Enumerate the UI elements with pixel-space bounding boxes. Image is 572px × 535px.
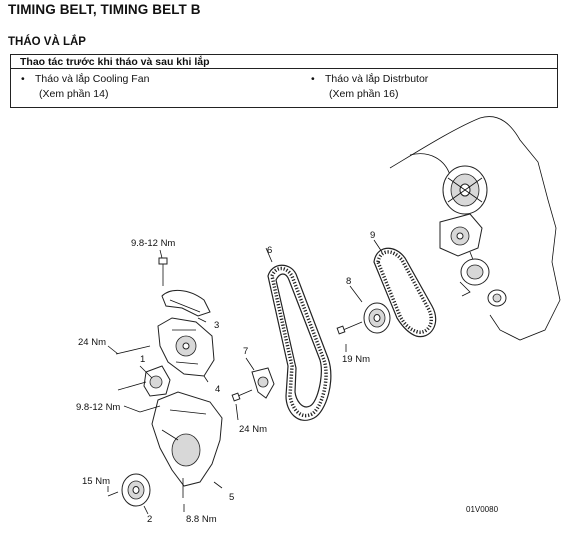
tensioner-pulley — [363, 302, 391, 334]
tensioner — [143, 365, 171, 397]
prerequisite-box: Thao tác trước khi tháo và sau khi lắp •… — [10, 54, 558, 108]
part-number-1: 1 — [140, 354, 145, 365]
prerequisite-heading: Thao tác trước khi tháo và sau khi lắp — [11, 55, 557, 69]
callout-torque-19: 19 Nm — [342, 354, 370, 365]
part-number-4: 4 — [215, 384, 220, 395]
part-number-5: 5 — [229, 492, 234, 503]
part-number-3: 3 — [214, 320, 219, 331]
tensioner-bracket — [157, 317, 215, 377]
crank-pulley-small — [459, 258, 507, 307]
section-title: THÁO VÀ LẮP — [8, 36, 86, 48]
callout-torque-8-8: 8.8 Nm — [186, 514, 217, 525]
page-title: TIMING BELT, TIMING BELT B — [8, 2, 201, 17]
bolt-24nm-b — [231, 389, 253, 402]
water-pump — [439, 213, 483, 263]
bolt-19nm — [336, 321, 363, 335]
prerequisite-label: Tháo và lắp Cooling Fan — [35, 73, 150, 85]
timing-belt-b — [373, 247, 437, 338]
part-number-2: 2 — [147, 514, 152, 525]
prerequisite-item: • Tháo và lắp Cooling Fan (Xem phần 14) — [21, 72, 149, 102]
part-number-7: 7 — [243, 346, 248, 357]
prerequisite-label: Tháo và lắp Distrbutor — [325, 73, 429, 85]
part-number-9: 9 — [370, 230, 375, 241]
callout-torque-24a: 24 Nm — [78, 337, 106, 348]
callout-torque-98b: 9.8-12 Nm — [76, 402, 120, 413]
bullet-icon: • — [311, 73, 315, 85]
exploded-view-diagram: 9.8-12 Nm 24 Nm 9.8-12 Nm 15 Nm 8.8 Nm 2… — [76, 116, 561, 525]
bullet-icon: • — [21, 73, 25, 85]
crankshaft-pulley — [121, 473, 151, 507]
callout-torque-top: 9.8-12 Nm — [131, 238, 175, 249]
upper-timing-cover — [161, 290, 211, 317]
figure-code: 01V0080 — [466, 505, 499, 514]
idler-arm — [251, 367, 275, 399]
camshaft-sprocket — [442, 165, 488, 215]
engine-outline — [389, 116, 561, 341]
part-number-6: 6 — [267, 245, 272, 256]
callout-torque-15: 15 Nm — [82, 476, 110, 487]
bolt-top — [158, 257, 168, 286]
prerequisite-ref: (Xem phần 16) — [329, 88, 399, 100]
lower-timing-cover — [151, 391, 223, 487]
timing-belt — [267, 264, 332, 421]
prerequisite-item: • Tháo và lắp Distrbutor (Xem phần 16) — [311, 72, 428, 102]
callout-torque-24b: 24 Nm — [239, 424, 267, 435]
bolt-15nm — [107, 491, 119, 497]
prerequisite-ref: (Xem phần 14) — [39, 88, 109, 100]
part-number-8: 8 — [346, 276, 351, 287]
